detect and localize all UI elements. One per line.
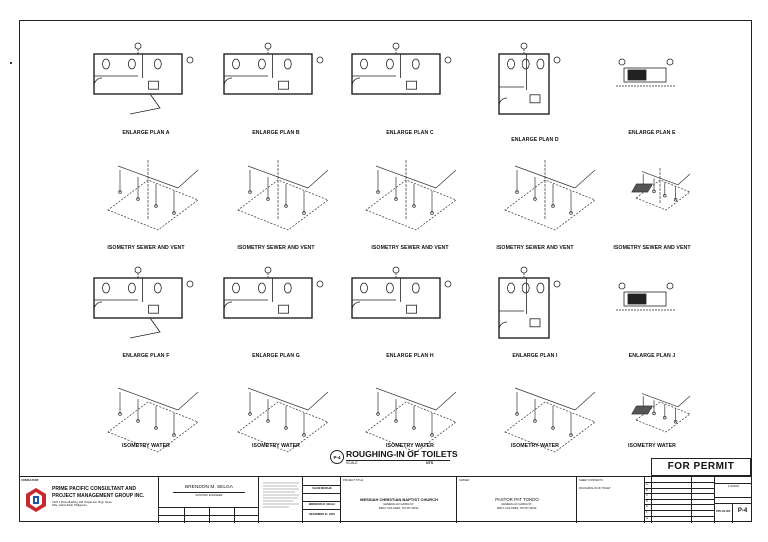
designer-name: SALIM MERAJE bbox=[312, 487, 332, 490]
revision-row-line bbox=[645, 487, 715, 489]
enlarged-plan-drawing bbox=[88, 266, 198, 348]
notes-text-lines bbox=[263, 482, 299, 508]
sheet-contents: ROUGHING-IN OF TOILET bbox=[579, 487, 611, 490]
consultant-cell: CONSULTANT: PRIME PACIFIC CONSULTANT AND… bbox=[19, 477, 159, 523]
sheet-contents-cell: SHEET CONTENTS: ROUGHING-IN OF TOILET bbox=[577, 477, 645, 523]
revision-row: G bbox=[646, 516, 649, 520]
revision-row: F bbox=[646, 511, 648, 514]
notes-cell bbox=[259, 477, 303, 523]
drawing-caption: ISOMETRY WATER bbox=[252, 443, 300, 449]
for-permit-stamp: FOR PERMIT bbox=[651, 458, 751, 476]
drawing-caption: ENLARGE PLAN H bbox=[386, 353, 434, 359]
project-address-line1: GENERAL EX GARDA ST., bbox=[383, 503, 415, 506]
title-block: CONSULTANT: PRIME PACIFIC CONSULTANT AND… bbox=[19, 476, 752, 523]
isometry-drawing bbox=[606, 372, 726, 458]
firm-logo bbox=[26, 488, 46, 512]
owner-address-line1: GENERAL EX GARDA ST., bbox=[501, 503, 533, 506]
drawing-caption: ISOMETRY SEWER AND VENT bbox=[237, 245, 315, 251]
revision-row-line bbox=[645, 493, 715, 495]
revision-row: E bbox=[646, 505, 648, 509]
owner-address-line2: BRGY. DOLORES, TAYTAY RIZAL bbox=[497, 507, 537, 510]
revision-row-line bbox=[645, 510, 715, 511]
revision-row-line bbox=[645, 515, 715, 517]
drawing-caption: ISOMETRY SEWER AND VENT bbox=[496, 245, 574, 251]
isometry-drawing bbox=[606, 150, 726, 236]
enlarged-plan-drawing bbox=[88, 42, 198, 124]
issue-date: DECEMBER 21, 2020 bbox=[309, 513, 335, 516]
isometry-drawing bbox=[88, 372, 208, 458]
sheet-title: ROUGHING-IN OF TOILETS bbox=[346, 449, 458, 459]
drawing-caption: ENLARGE PLAN B bbox=[252, 130, 300, 136]
owner-name: PASTOR PAT TONDO bbox=[495, 497, 539, 502]
drawing-caption: ENLARGE PLAN J bbox=[628, 353, 676, 359]
enlarged-plan-drawing bbox=[485, 266, 595, 348]
revision-row: D bbox=[646, 499, 648, 503]
enlarged-plan-drawing bbox=[485, 42, 595, 124]
checker-name: BRENDON M. SELGA bbox=[308, 503, 336, 506]
sheet-callout: P-4 bbox=[330, 450, 344, 464]
engineer-title: SANITARY ENGINEER bbox=[195, 494, 223, 497]
project-number: PPC-00-000 bbox=[716, 510, 731, 513]
sheet-number-cell: 2 NORTH PPC-00-000 P-4 bbox=[715, 477, 752, 523]
enlarged-plan-drawing bbox=[606, 266, 716, 348]
drawing-caption: ISOMETRY WATER bbox=[628, 443, 676, 449]
firm-address: UNIT 1 Prime Building, #21 Ortigas Ext. … bbox=[52, 501, 112, 508]
scale-label: SCALE bbox=[346, 461, 358, 465]
revision-row-line bbox=[645, 498, 715, 500]
firm-name-line2: PROJECT MANAGEMENT GROUP INC. bbox=[52, 493, 145, 499]
isometry-drawing bbox=[218, 372, 338, 458]
drawing-caption: ISOMETRY WATER bbox=[122, 443, 170, 449]
revision-row: B bbox=[646, 488, 648, 492]
project-name: MESSIAH CHRISTIAN BAPTIST CHURCH bbox=[360, 497, 438, 502]
drawing-caption: ISOMETRY SEWER AND VENT bbox=[107, 245, 185, 251]
engineer-cell: BRENDON M. SELGA SANITARY ENGINEER bbox=[159, 477, 259, 523]
drawing-caption: ISOMETRY WATER bbox=[511, 443, 559, 449]
sheet-title-block: P-4 ROUGHING-IN OF TOILETS SCALE NTS bbox=[330, 448, 460, 468]
consultant-label: CONSULTANT: bbox=[21, 479, 40, 482]
drawing-caption: ENLARGE PLAN F bbox=[122, 353, 170, 359]
drawing-caption: ENLARGE PLAN C bbox=[386, 130, 434, 136]
enlarged-plan-drawing bbox=[346, 266, 456, 348]
drawing-caption: ENLARGE PLAN I bbox=[512, 353, 558, 359]
drawing-caption: ENLARGE PLAN G bbox=[252, 353, 300, 359]
isometry-drawing bbox=[485, 372, 605, 458]
isometry-drawing bbox=[485, 150, 605, 236]
revision-row: A bbox=[646, 483, 648, 486]
revision-row-line bbox=[645, 504, 715, 506]
scale-value: NTS bbox=[426, 461, 434, 465]
title-underline bbox=[346, 460, 450, 461]
scale-cell: 2 NORTH bbox=[727, 485, 740, 488]
isometry-drawing bbox=[346, 372, 466, 458]
project-title-label: PROJECT TITLE: bbox=[343, 479, 364, 482]
drawing-caption: ISOMETRY SEWER AND VENT bbox=[613, 245, 691, 251]
drawing-caption: ISOMETRY SEWER AND VENT bbox=[371, 245, 449, 251]
firm-name-line1: PRIME PACIFIC CONSULTANT AND bbox=[52, 486, 136, 492]
isometry-drawing bbox=[218, 150, 338, 236]
revision-row: C bbox=[646, 494, 648, 498]
project-cell: PROJECT TITLE: MESSIAH CHRISTIAN BAPTIST… bbox=[341, 477, 457, 523]
enlarged-plan-drawing bbox=[346, 42, 456, 124]
drawing-caption: ENLARGE PLAN D bbox=[511, 137, 559, 143]
drawing-caption: ENLARGE PLAN A bbox=[122, 130, 170, 136]
project-address-line2: BRGY. DOLORES, TAYTAY RIZAL bbox=[379, 507, 419, 510]
enlarged-plan-drawing bbox=[606, 42, 716, 124]
isometry-drawing bbox=[88, 150, 208, 236]
drawing-caption: ISOMETRY WATER bbox=[386, 443, 434, 449]
owner-cell: OWNER: PASTOR PAT TONDO GENERAL EX GARDA… bbox=[457, 477, 577, 523]
revision-row-line bbox=[645, 482, 715, 483]
owner-label: OWNER: bbox=[459, 479, 470, 482]
sheet-number: P-4 bbox=[737, 508, 748, 514]
isometry-drawing bbox=[346, 150, 466, 236]
signatories-cell: SALIM MERAJE BRENDON M. SELGA DECEMBER 2… bbox=[303, 477, 341, 523]
sheet-contents-label: SHEET CONTENTS: bbox=[579, 479, 604, 482]
enlarged-plan-drawing bbox=[218, 266, 328, 348]
engineer-signature-line bbox=[173, 492, 245, 493]
enlarged-plan-drawing bbox=[218, 42, 328, 124]
sheet-border bbox=[19, 20, 752, 522]
drawing-caption: ENLARGE PLAN E bbox=[628, 130, 676, 136]
stray-mark bbox=[10, 62, 12, 64]
engineer-name: BRENDON M. SELGA bbox=[185, 485, 233, 490]
